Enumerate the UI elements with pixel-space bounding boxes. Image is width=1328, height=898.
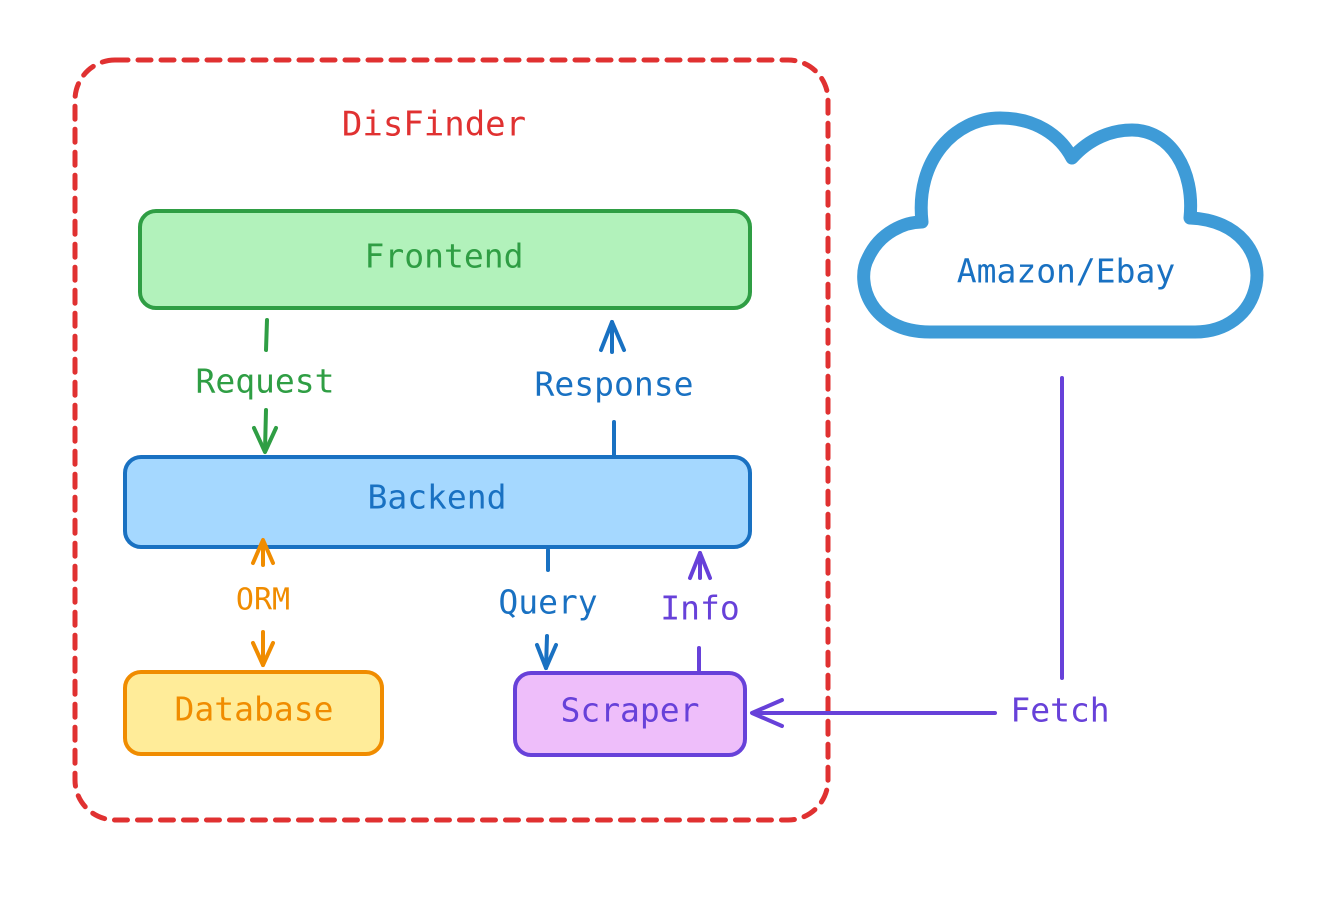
info-arrowhead: [688, 551, 712, 580]
orm-edge: [251, 538, 275, 667]
request-edge: [252, 318, 278, 454]
backend-label: Backend: [367, 478, 506, 517]
orm-arrowhead-up: [251, 538, 275, 565]
scraper-label: Scraper: [560, 691, 699, 730]
database-label: Database: [175, 690, 334, 729]
response-label: Response: [535, 365, 694, 404]
disfinder-title: DisFinder: [342, 105, 526, 145]
orm-label: ORM: [236, 583, 290, 618]
response-edge: [599, 320, 626, 457]
scraper-box: [513, 671, 747, 757]
request-line: [263, 408, 268, 452]
query-label: Query: [498, 583, 597, 622]
info-label: Info: [660, 589, 739, 628]
query-arrowhead: [535, 643, 558, 670]
request-line: [264, 318, 269, 352]
fetch-arrowhead: [750, 698, 784, 728]
fetch-edge: [750, 376, 1064, 728]
frontend-label: Frontend: [365, 237, 524, 276]
response-arrowhead: [599, 320, 626, 352]
request-label: Request: [195, 362, 334, 401]
cloud-shape: [857, 111, 1264, 339]
request-arrowhead: [252, 426, 278, 454]
backend-box: [123, 455, 752, 549]
database-box: [123, 670, 384, 756]
fetch-label: Fetch: [1010, 691, 1109, 730]
info-edge: [688, 551, 712, 672]
orm-arrowhead-down: [251, 641, 275, 667]
disfinder-boundary: [72, 57, 831, 823]
frontend-box: [138, 209, 752, 310]
cloud-label: Amazon/Ebay: [957, 252, 1176, 291]
query-edge: [535, 548, 558, 670]
